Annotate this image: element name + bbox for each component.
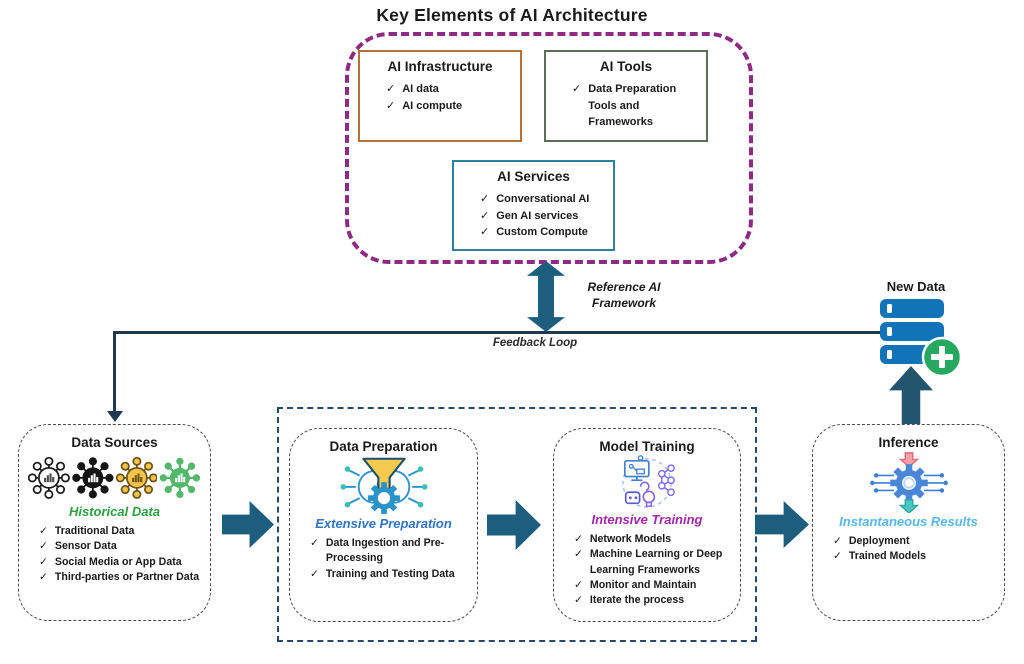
- ai-infrastructure-list: ✓AI data ✓AI compute: [366, 81, 514, 114]
- feedback-arrowhead-icon: [107, 411, 123, 422]
- check-icon: ✓: [386, 83, 396, 95]
- check-icon: ✓: [39, 540, 48, 553]
- feedback-loop-line-vertical: [113, 331, 116, 412]
- hub-network-black-icon: [72, 457, 114, 499]
- check-icon: ✓: [480, 209, 490, 222]
- list-item: ✓Trained Models: [833, 549, 996, 564]
- inference-title: Inference: [878, 435, 939, 450]
- data-sources-icons: [27, 451, 202, 503]
- list-item: ✓AI data: [386, 81, 514, 98]
- intensive-training-label: Intensive Training: [591, 512, 703, 527]
- ai-services-box: AI Services ✓Conversational AI ✓Gen AI s…: [452, 160, 615, 251]
- ai-architecture-panel: [345, 32, 753, 264]
- check-icon: ✓: [386, 99, 396, 112]
- list-item: ✓Training and Testing Data: [310, 567, 469, 582]
- list-item: ✓Deployment: [833, 534, 996, 549]
- data-preparation-list: ✓Data Ingestion and Pre-Processing ✓Trai…: [298, 536, 469, 582]
- check-icon: ✓: [310, 537, 319, 549]
- model-training-icon: [622, 455, 675, 508]
- hub-network-green-icon: [159, 457, 201, 499]
- model-training-card: Model Training: [553, 428, 741, 622]
- list-item: ✓Data Ingestion and Pre-Processing: [310, 537, 445, 565]
- inference-list: ✓Deployment ✓Trained Models: [821, 534, 996, 565]
- flow-arrow-icon: [755, 501, 809, 548]
- list-item: ✓Data Preparation Tools and Frameworks: [572, 83, 677, 128]
- ai-services-list: ✓Conversational AI ✓Gen AI services ✓Cus…: [460, 191, 607, 241]
- check-icon: ✓: [310, 567, 319, 580]
- ai-tools-list: ✓Data Preparation Tools and Frameworks: [552, 81, 700, 131]
- list-item: ✓Traditional Data: [39, 524, 202, 539]
- list-item: ✓Social Media or App Data: [39, 555, 202, 570]
- ai-tools-box: AI Tools ✓Data Preparation Tools and Fra…: [544, 50, 708, 142]
- check-icon: ✓: [480, 226, 490, 238]
- check-icon: ✓: [39, 571, 48, 584]
- reference-ai-framework-label: Reference AI Framework: [587, 280, 661, 311]
- inference-card: Inference Instantaneous Results ✓Deploym…: [812, 424, 1005, 621]
- check-icon: ✓: [572, 83, 582, 95]
- ai-tools-title: AI Tools: [599, 59, 653, 74]
- list-item: ✓Machine Learning or Deep Learning Frame…: [574, 548, 723, 576]
- check-icon: ✓: [39, 525, 48, 537]
- new-data-label: New Data: [886, 279, 946, 294]
- flow-arrow-icon: [222, 501, 274, 548]
- double-arrow-icon: [527, 261, 565, 332]
- check-icon: ✓: [574, 579, 583, 592]
- check-icon: ✓: [480, 193, 490, 205]
- list-item: ✓Custom Compute: [480, 224, 607, 241]
- check-icon: ✓: [574, 533, 583, 545]
- list-item: ✓Network Models: [574, 532, 732, 547]
- data-sources-title: Data Sources: [71, 435, 158, 450]
- historical-data-label: Historical Data: [68, 504, 161, 519]
- check-icon: ✓: [833, 535, 842, 547]
- inference-chip-icon: [869, 452, 948, 513]
- list-item: ✓Third-parties or Partner Data: [39, 570, 202, 585]
- hub-network-yellow-icon: [115, 456, 158, 499]
- extensive-preparation-label: Extensive Preparation: [315, 516, 452, 531]
- list-item: ✓AI compute: [386, 98, 514, 115]
- page-title: Key Elements of AI Architecture: [376, 5, 648, 25]
- ai-services-title: AI Services: [497, 169, 570, 184]
- list-item: ✓Iterate the process: [574, 593, 732, 608]
- check-icon: ✓: [574, 548, 583, 561]
- check-icon: ✓: [833, 550, 842, 563]
- funnel-gear-icon: [339, 457, 428, 515]
- data-sources-card: Data Sources: [18, 424, 211, 621]
- list-item: ✓Conversational AI: [480, 191, 607, 208]
- check-icon: ✓: [574, 594, 583, 607]
- feedback-loop-label: Feedback Loop: [492, 337, 578, 349]
- model-training-title: Model Training: [599, 439, 695, 454]
- model-training-list: ✓Network Models ✓Machine Learning or Dee…: [562, 532, 732, 609]
- feedback-loop-line-horizontal: [113, 331, 883, 334]
- data-sources-list: ✓Traditional Data ✓Sensor Data ✓Social M…: [27, 524, 202, 585]
- list-item: ✓Gen AI services: [480, 208, 607, 225]
- ai-infrastructure-box: AI Infrastructure ✓AI data ✓AI compute: [358, 50, 522, 142]
- database-new-data-icon: [880, 299, 963, 378]
- hub-network-outline-icon: [28, 456, 70, 499]
- check-icon: ✓: [39, 555, 48, 568]
- data-preparation-title: Data Preparation: [329, 439, 438, 454]
- instantaneous-results-label: Instantaneous Results: [839, 514, 978, 529]
- ai-infrastructure-title: AI Infrastructure: [387, 59, 493, 74]
- list-item: ✓Monitor and Maintain: [574, 578, 732, 593]
- data-preparation-card: Data Preparation Extensive Preparation ✓…: [289, 428, 478, 622]
- list-item: ✓Sensor Data: [39, 539, 202, 554]
